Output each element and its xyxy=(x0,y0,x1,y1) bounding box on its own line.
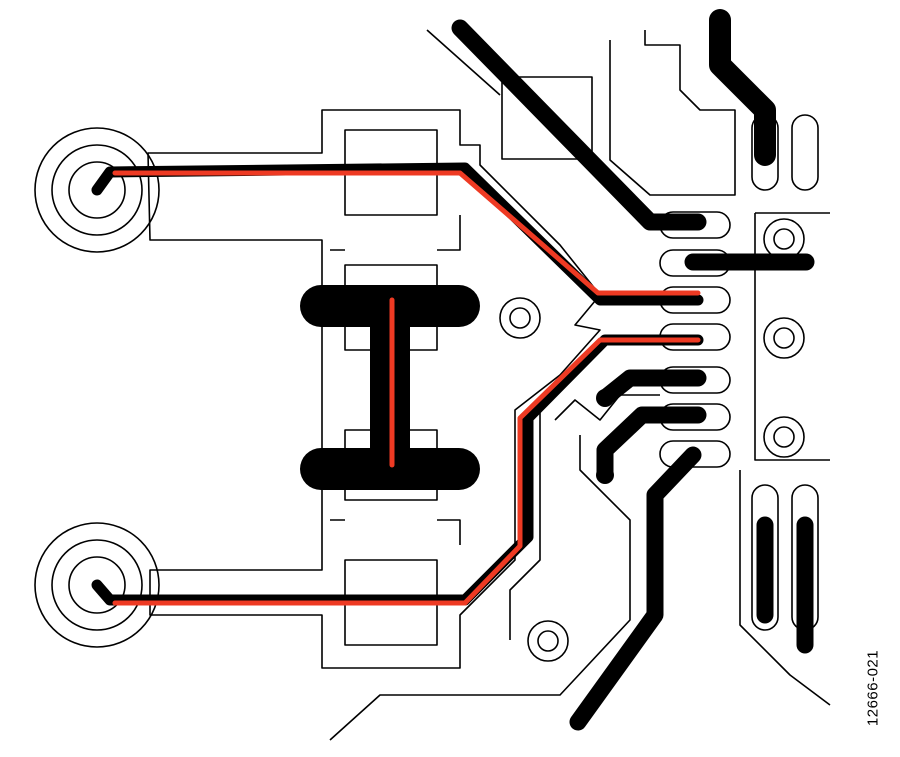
sma-connector-top xyxy=(34,127,160,253)
lower-pad-outline-1 xyxy=(751,484,779,631)
via-solid-2 xyxy=(596,466,614,484)
top-edge-trace xyxy=(426,29,501,96)
rf-trace-bottom xyxy=(112,337,701,606)
bottom-trace-rf-top xyxy=(91,162,704,306)
bottom-trace-diagonal-top xyxy=(451,19,707,231)
lower-middle-pour xyxy=(509,394,660,640)
figure-id-label: 12666-021 xyxy=(864,649,882,727)
via-group xyxy=(499,218,805,662)
upper-pad-outline-2 xyxy=(791,114,819,191)
copper-outlines xyxy=(34,29,831,741)
bottom-trace-ic-pin5 xyxy=(596,369,707,407)
pad-step-1 xyxy=(330,215,461,251)
sma-connector-bottom xyxy=(34,522,160,648)
bottom-layer-traces xyxy=(91,9,815,731)
lower-right-pour xyxy=(739,470,831,706)
solid-pads xyxy=(300,285,614,490)
bottom-trace-top-right xyxy=(709,9,776,166)
top-layer-traces xyxy=(112,170,701,606)
upper-right-pour xyxy=(609,30,736,196)
pad-step-2 xyxy=(330,519,461,545)
ground-pour-outline xyxy=(147,109,601,669)
bottom-trace-ic-pin6 xyxy=(596,406,707,484)
ic-region-outline xyxy=(754,212,830,461)
lower-left-trace xyxy=(329,435,631,741)
via-solid-1 xyxy=(596,389,614,407)
square-pad xyxy=(501,76,593,160)
rf-trace-top xyxy=(112,170,701,296)
bottom-trace-ic-pin7 xyxy=(569,446,702,731)
